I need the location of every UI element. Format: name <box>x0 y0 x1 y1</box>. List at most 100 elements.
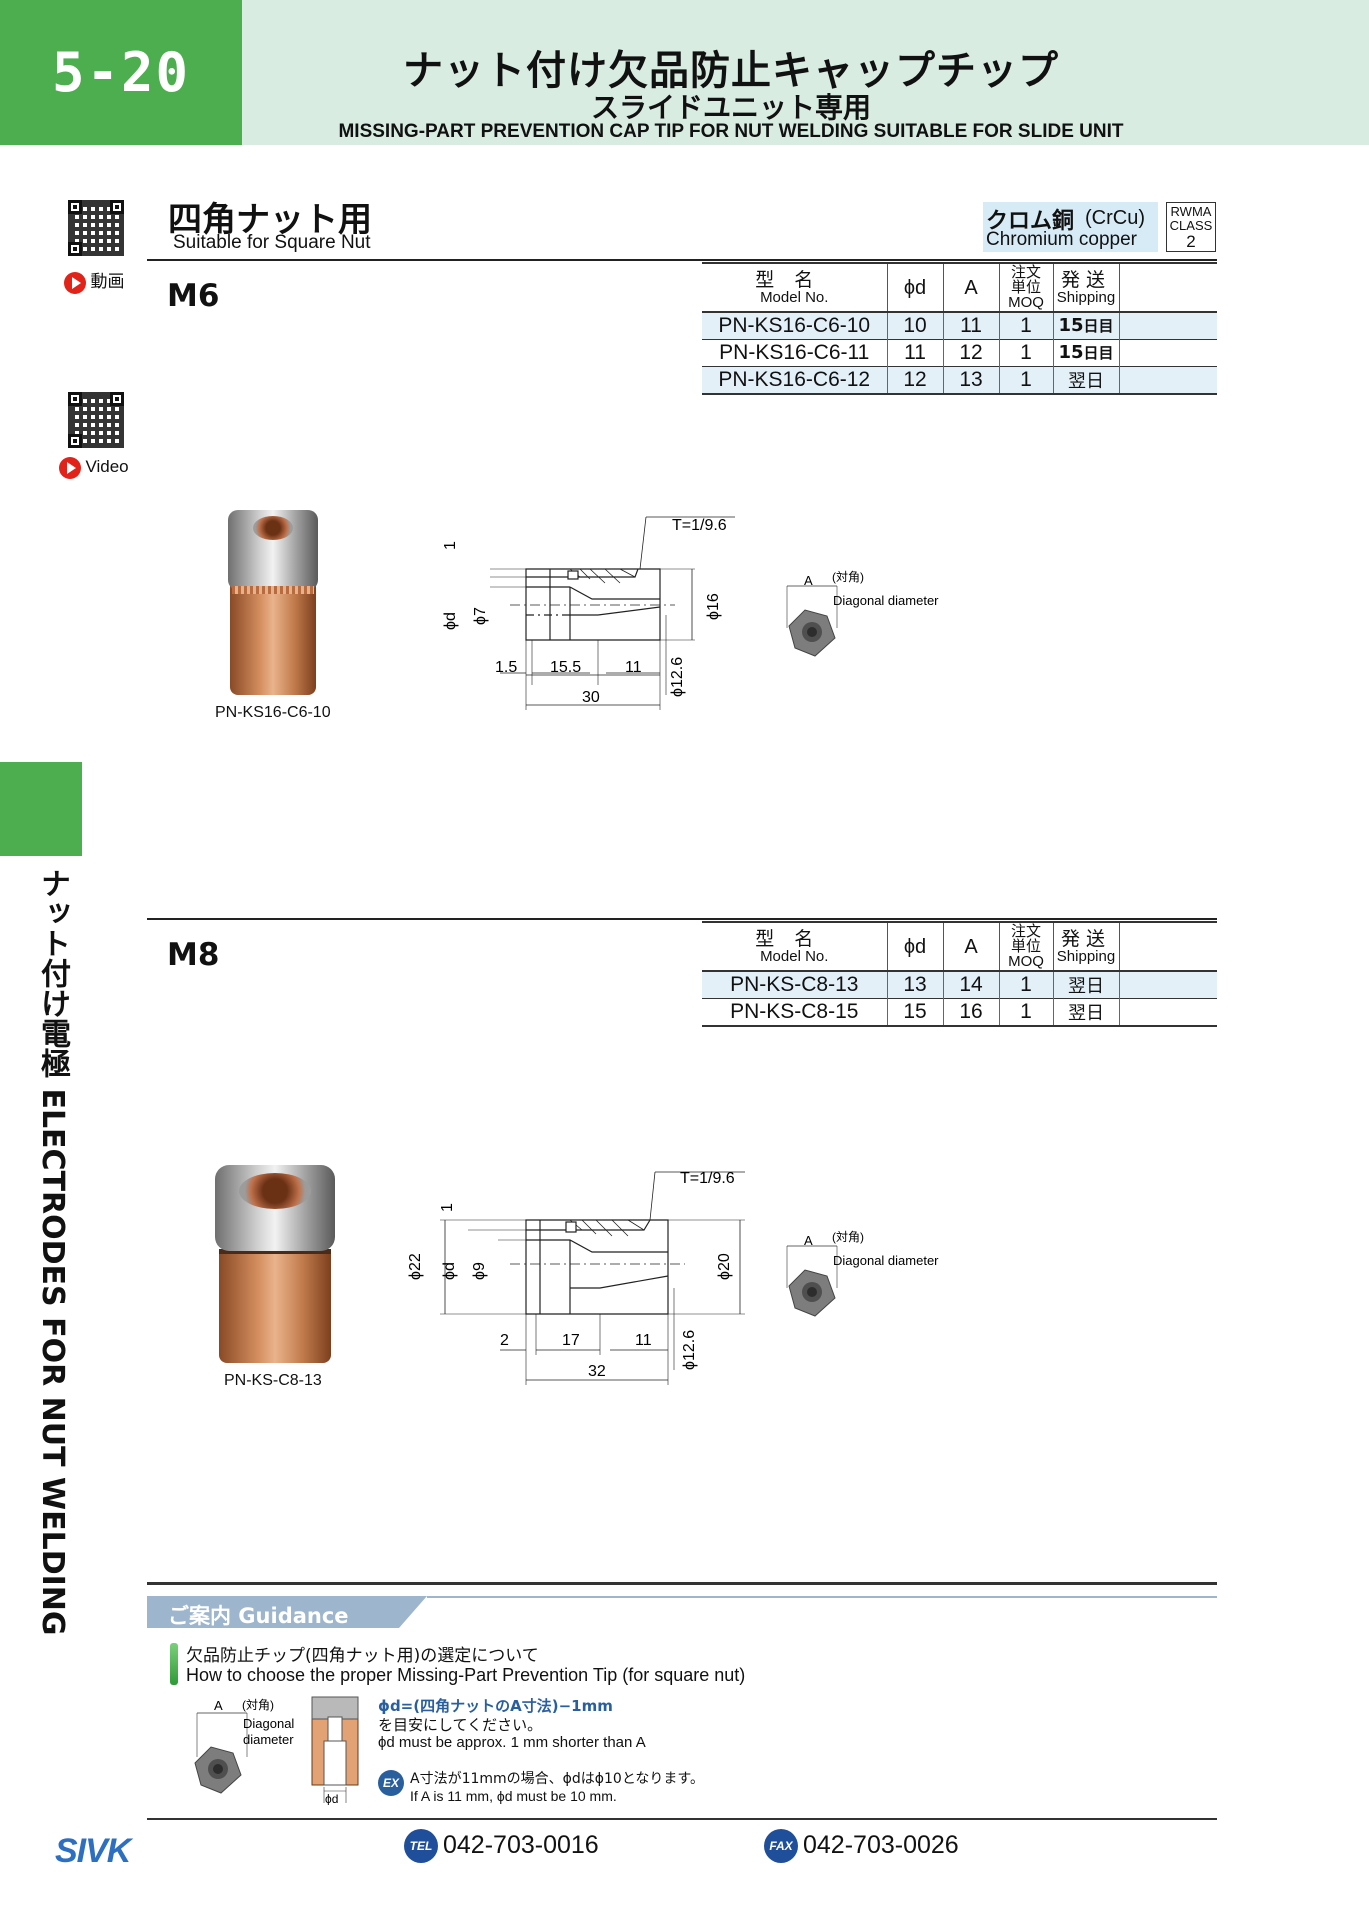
material-name-en: Chromium copper <box>986 229 1137 250</box>
svg-text:T=1/9.6: T=1/9.6 <box>672 517 727 534</box>
svg-text:A: A <box>214 1698 223 1713</box>
guidance-example-en: If A is 11 mm, ϕd must be 10 mm. <box>410 1788 617 1804</box>
guidance-title: ご案内 Guidance <box>168 1604 349 1628</box>
product-photo-m8 <box>215 1165 335 1363</box>
svg-text:Diagonal: Diagonal <box>243 1716 294 1731</box>
product-photo-m6 <box>228 510 318 695</box>
guidance-tab <box>147 1596 427 1628</box>
col-a: A <box>942 263 999 312</box>
play-icon <box>59 457 81 479</box>
col-a: A <box>942 922 999 971</box>
play-icon <box>64 271 86 294</box>
svg-text:11: 11 <box>635 1332 652 1349</box>
col-phi-d: ϕd <box>886 922 943 971</box>
svg-text:2: 2 <box>500 1332 509 1349</box>
svg-text:A: A <box>804 1233 813 1248</box>
col-blank <box>1118 263 1217 312</box>
material-name: クロム銅 <box>986 209 1075 234</box>
qr-code-ja[interactable] <box>68 200 124 256</box>
header-band <box>242 0 1369 145</box>
svg-text:ϕd: ϕd <box>441 1262 458 1280</box>
section-title: 四角ナット用 <box>168 200 372 240</box>
side-tab-label: ナット付け電極 ELECTRODES FOR NUT WELDING <box>35 868 70 1636</box>
svg-text:ϕ20: ϕ20 <box>716 1253 733 1280</box>
guidance-formula: ϕd=(四角ナットのA寸法)−1mm <box>378 1697 613 1715</box>
svg-text:(対角): (対角) <box>242 1698 274 1712</box>
nut-diagram-m8: A (対角) Diagonal diameter <box>786 1230 939 1317</box>
page-number: 5-20 <box>0 0 242 145</box>
svg-text:ϕ12.6: ϕ12.6 <box>681 1330 698 1370</box>
svg-text:ϕ22: ϕ22 <box>407 1253 424 1280</box>
table-row[interactable]: PN-KS-C8-15 15 16 1 翌日 <box>702 998 1217 1026</box>
nut-diagram-m6: A (対角) Diagonal diameter <box>786 570 939 657</box>
material-box <box>983 202 1158 252</box>
nut-icon <box>194 1746 242 1794</box>
svg-text:ϕ12.6: ϕ12.6 <box>669 657 686 697</box>
guidance-question-en: How to choose the proper Missing-Part Pr… <box>186 1665 746 1685</box>
nut-icon <box>788 609 836 657</box>
rwma-badge: RWMA CLASS 2 <box>1166 202 1216 252</box>
svg-text:ϕd: ϕd <box>325 1792 338 1805</box>
nut-icon <box>788 1269 836 1317</box>
svg-text:(対角): (対角) <box>832 1230 864 1244</box>
fax-number[interactable]: 042-703-0026 <box>803 1831 959 1859</box>
svg-text:ϕ16: ϕ16 <box>705 593 722 620</box>
table-row[interactable]: PN-KS-C8-13 13 14 1 翌日 <box>702 971 1217 999</box>
svg-text:32: 32 <box>588 1363 606 1380</box>
svg-text:A: A <box>804 573 813 588</box>
svg-text:15.5: 15.5 <box>550 659 581 676</box>
svg-text:ϕ9: ϕ9 <box>471 1262 488 1280</box>
size-label-m8: M8 <box>167 937 220 973</box>
phone-number[interactable]: 042-703-0016 <box>443 1831 599 1859</box>
technical-drawing-m8: T=1/9.6 1 ϕ22 ϕd ϕ9 ϕ20 ϕ12.6 2 17 11 32 <box>407 1170 745 1385</box>
table-row[interactable]: PN-KS16-C6-10 10 11 1 15日目 <box>702 312 1217 339</box>
example-icon: EX <box>378 1770 404 1796</box>
svg-text:ϕd: ϕd <box>442 612 459 630</box>
guidance-example: A寸法が11mmの場合、ϕdはϕ10となります。 <box>410 1771 705 1787</box>
svg-text:Diagonal diameter: Diagonal diameter <box>833 593 939 608</box>
guidance-marker <box>170 1643 178 1685</box>
video-link-ja[interactable]: 動画 <box>64 267 124 294</box>
guidance-diagram: A (対角) Diagonal diameter ϕd <box>194 1696 359 1805</box>
material-symbol: (CrCu) <box>1085 207 1145 229</box>
page-title: ナット付け欠品防止キャップチップ <box>403 48 1059 94</box>
page-title-en: MISSING-PART PREVENTION CAP TIP FOR NUT … <box>338 121 1124 142</box>
svg-text:(対角): (対角) <box>832 570 864 584</box>
table-row[interactable]: PN-KS16-C6-11 11 12 1 15日目 <box>702 339 1217 366</box>
svg-text:17: 17 <box>562 1332 580 1349</box>
page-subtitle: スライドユニット専用 <box>590 91 871 124</box>
photo-caption-m6: PN-KS16-C6-10 <box>215 704 331 721</box>
guidance-note: を目安にしてください。 <box>378 1716 543 1734</box>
svg-text:1: 1 <box>439 1203 456 1212</box>
phone-icon: TEL <box>404 1829 438 1863</box>
guidance-question: 欠品防止チップ(四角ナット用)の選定について <box>186 1646 539 1666</box>
company-logo: SIVK <box>55 1832 131 1870</box>
qr-code-en[interactable] <box>68 392 124 448</box>
guidance-rule <box>147 1582 1217 1585</box>
fax-icon: FAX <box>764 1829 798 1863</box>
footer-rule <box>147 1818 1217 1820</box>
svg-text:1.5: 1.5 <box>495 659 517 676</box>
guidance-tab-line <box>427 1596 1217 1598</box>
size-label-m6: M6 <box>167 278 220 314</box>
technical-drawing-m6: T=1/9.6 1 ϕd ϕ7 ϕ16 ϕ12.6 1.5 15.5 11 30 <box>442 516 735 710</box>
video-link-en[interactable]: Video <box>59 457 129 479</box>
table-row[interactable]: PN-KS16-C6-12 12 13 1 翌日 <box>702 366 1217 394</box>
cap-tip-section-icon <box>311 1696 359 1803</box>
svg-text:diameter: diameter <box>243 1732 294 1747</box>
section-title-en: Suitable for Square Nut <box>173 232 371 253</box>
photo-caption-m8: PN-KS-C8-13 <box>224 1372 322 1389</box>
section-rule-m8 <box>147 918 1217 920</box>
svg-text:T=1/9.6: T=1/9.6 <box>680 1170 735 1187</box>
svg-text:ϕ7: ϕ7 <box>472 607 489 625</box>
section-rule <box>147 259 1217 261</box>
svg-text:30: 30 <box>582 689 600 706</box>
col-phi-d: ϕd <box>886 263 943 312</box>
